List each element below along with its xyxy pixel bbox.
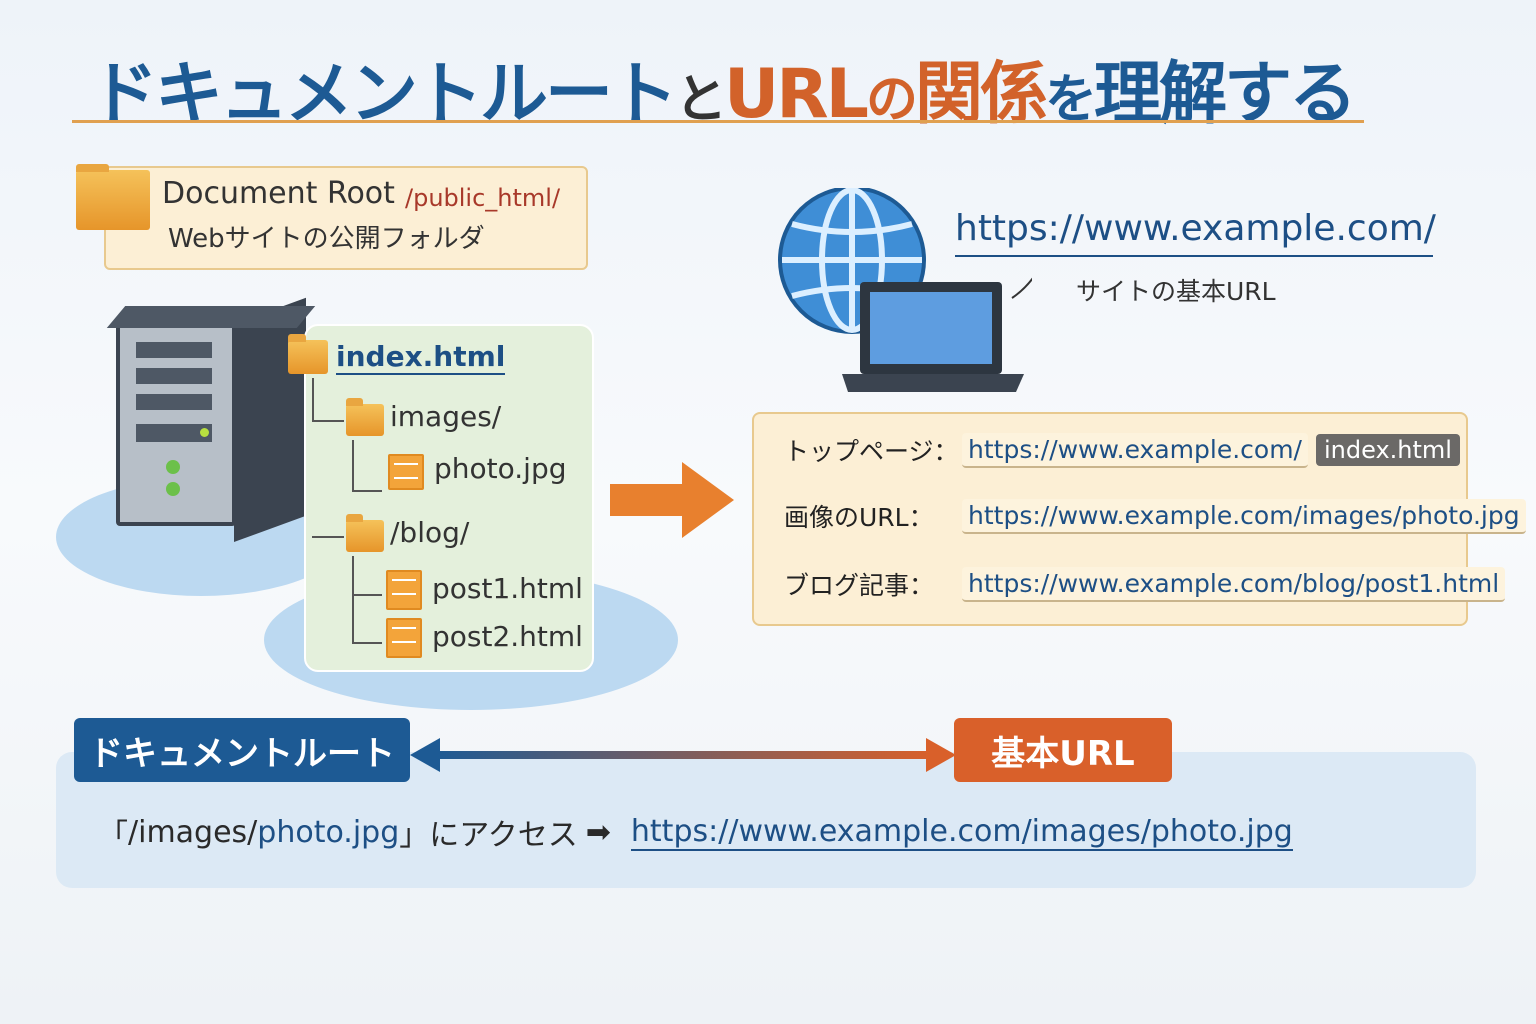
- mapping-label: ブログ記事：: [784, 571, 935, 600]
- tree-line: [352, 594, 382, 596]
- document-root-label: Document Root: [162, 176, 395, 211]
- mapping-row-top: トップページ：https://www.example.com/index.htm…: [784, 432, 1460, 468]
- bracket: 「: [98, 818, 128, 853]
- tree-item-blog: /blog/: [390, 516, 470, 549]
- result-url: https://www.example.com/images/photo.jpg: [630, 813, 1293, 851]
- mapping-url: https://www.example.com/blog/post1.html: [962, 566, 1506, 602]
- title-underline: [72, 120, 1364, 123]
- access-path-file: photo.jpg: [257, 814, 400, 850]
- folder-icon: [346, 398, 384, 436]
- tree-line: [352, 642, 382, 644]
- mapping-url: https://www.example.com/images/photo.jpg: [962, 498, 1526, 534]
- tree-item-post1: post1.html: [432, 572, 583, 605]
- index-html-badge: index.html: [1315, 434, 1460, 466]
- site-base-url: https://www.example.com/: [955, 208, 1436, 257]
- tree-item-photo: photo.jpg: [434, 452, 567, 485]
- access-text: 」にアクセス: [399, 818, 578, 853]
- tree-line: [352, 556, 354, 642]
- tree-line: [312, 420, 344, 422]
- base-url-tag: 基本URL: [954, 718, 1172, 782]
- server-icon: [106, 297, 316, 542]
- document-root-path: /public_html/: [405, 184, 561, 212]
- document-root-description: Webサイトの公開フォルダ: [168, 224, 485, 254]
- html-file-icon: [386, 618, 422, 658]
- double-arrow-icon: [410, 738, 956, 772]
- right-arrow-icon: ➡: [585, 814, 611, 850]
- folder-icon: [346, 514, 384, 552]
- globe-laptop-icon: [778, 188, 1032, 392]
- tree-line: [352, 440, 354, 490]
- image-file-icon: [388, 454, 424, 490]
- folder-icon: [288, 334, 328, 374]
- tree-item-post2: post2.html: [432, 620, 583, 653]
- mapping-row-blog: ブログ記事： https://www.example.com/blog/post1…: [784, 566, 1506, 602]
- tree-item-index: index.html: [336, 340, 506, 375]
- document-root-tag: ドキュメントルート: [74, 718, 410, 782]
- site-url-caption: サイトの基本URL: [1076, 277, 1276, 306]
- tree-line: [312, 378, 314, 420]
- mapping-url: https://www.example.com/: [962, 432, 1308, 468]
- mapping-label: 画像のURL：: [784, 503, 934, 532]
- right-arrow-icon: [610, 462, 734, 538]
- mapping-row-image: 画像のURL： https://www.example.com/images/ph…: [784, 498, 1526, 534]
- tree-line: [352, 490, 382, 492]
- access-path-prefix: /images/: [128, 814, 258, 850]
- html-file-icon: [386, 570, 422, 610]
- mapping-label: トップページ：: [784, 437, 959, 466]
- document-root-box: [104, 166, 588, 270]
- folder-icon: [76, 164, 150, 230]
- tree-item-images: images/: [390, 400, 502, 433]
- access-example: 「/images/photo.jpg」にアクセス➡ https://www.exa…: [98, 810, 1293, 854]
- tree-line: [312, 536, 344, 538]
